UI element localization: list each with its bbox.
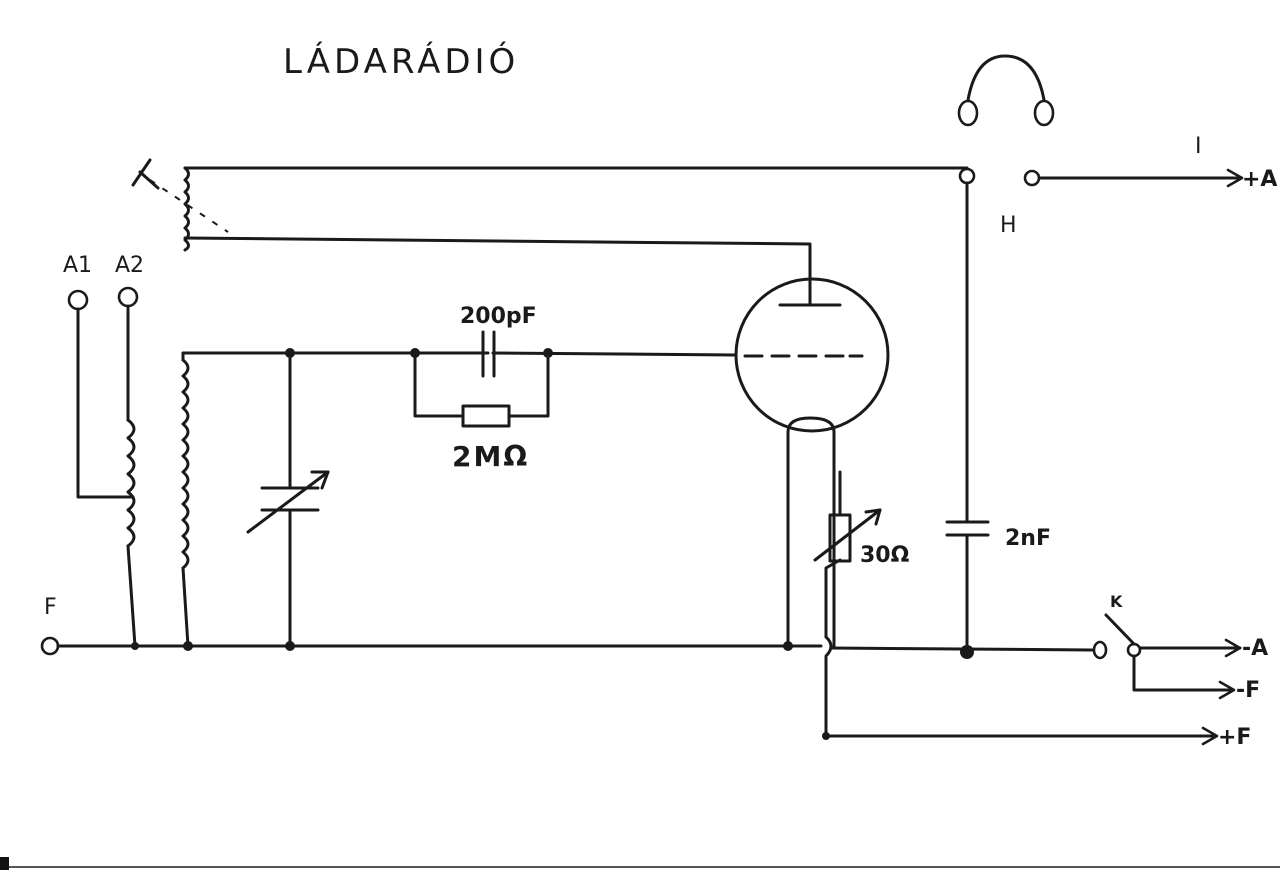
switch-label: K xyxy=(1110,592,1123,611)
wire-anode xyxy=(183,236,812,307)
ground-label: F xyxy=(44,595,57,620)
junction-dots xyxy=(131,348,974,740)
antenna-label-2: A2 xyxy=(115,253,144,278)
grid-leak-network xyxy=(413,330,550,428)
vacuum-tube xyxy=(734,277,890,648)
filament-rheostat xyxy=(813,470,882,738)
switch-k xyxy=(1092,613,1142,660)
plus-f-label: +F xyxy=(1218,725,1251,750)
bypass-capacitor xyxy=(945,181,990,654)
minus-a-label: -A xyxy=(1242,636,1268,661)
headphones-icon xyxy=(957,54,1055,127)
plus-a-label: +A xyxy=(1242,167,1277,192)
ground-terminal xyxy=(40,636,60,656)
wire-mark-label: I xyxy=(1195,134,1202,159)
antenna-coil xyxy=(76,304,137,648)
tuning-coil xyxy=(181,351,190,648)
reaction-coil xyxy=(131,158,229,252)
headphone-terminal-2 xyxy=(1023,169,1041,187)
headphone-terminal-1 xyxy=(958,167,976,185)
wire-minus-f xyxy=(1132,654,1234,692)
antenna-terminal-2 xyxy=(117,286,139,308)
rheostat-label: 30Ω xyxy=(860,543,910,568)
grid-resistor-label: 2MΩ xyxy=(452,440,529,473)
scan-bottom-edge xyxy=(0,866,1280,868)
tuning-capacitor xyxy=(246,351,330,648)
scan-corner-mark xyxy=(0,857,9,870)
antenna-label-1: A1 xyxy=(63,253,92,278)
antenna-terminal-1 xyxy=(67,289,89,311)
minus-f-label: -F xyxy=(1236,678,1260,703)
grid-capacitor-label: 200pF xyxy=(460,304,537,329)
headphones-label: H xyxy=(1000,213,1017,238)
schematic-title: LÁDARÁDIÓ xyxy=(283,41,519,82)
bypass-capacitor-label: 2nF xyxy=(1005,526,1051,551)
